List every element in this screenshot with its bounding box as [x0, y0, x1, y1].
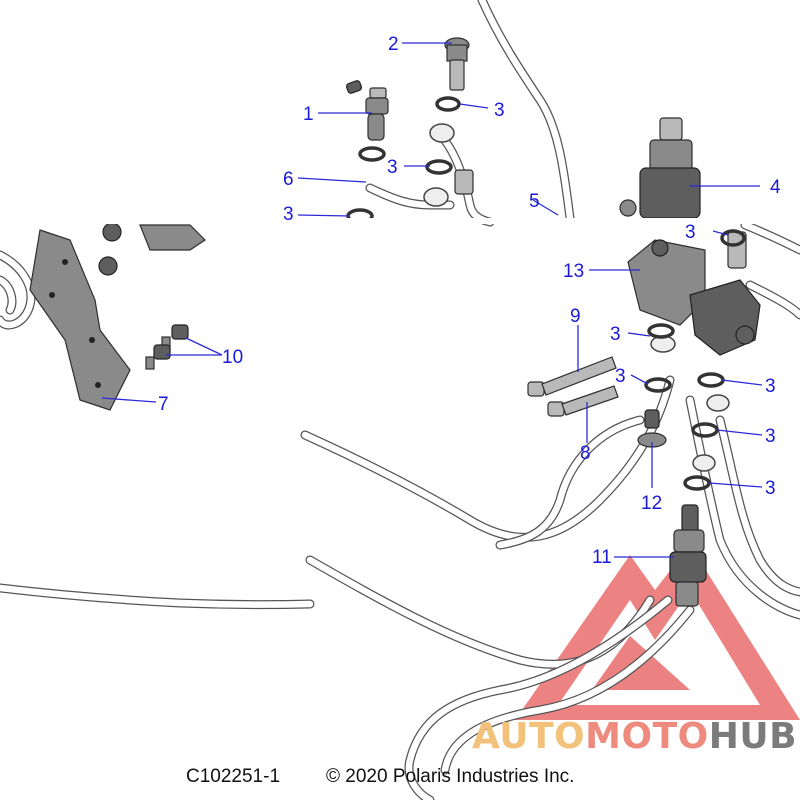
part-nuts [98, 222, 206, 276]
callout-3: 3 [610, 324, 621, 345]
copyright: © 2020 Polaris Industries Inc. [326, 766, 574, 787]
callout-3: 3 [765, 426, 776, 447]
watermark-hub: HUB [709, 716, 797, 757]
part-number: C102251-1 [186, 766, 280, 787]
callout-10: 10 [222, 347, 243, 368]
callout-7: 7 [158, 394, 169, 415]
crop-seam [0, 218, 800, 224]
part-3-washers [346, 96, 746, 491]
callout-9: 9 [570, 306, 581, 327]
watermark-wordmark: AUTOMOTOHUB [472, 716, 797, 757]
callout-2: 2 [388, 34, 399, 55]
callout-6: 6 [283, 169, 294, 190]
part-8-bolt [547, 385, 619, 417]
part-11-fitting [669, 504, 707, 607]
part-9-bolt [527, 356, 617, 397]
callout-3: 3 [387, 157, 398, 178]
callout-labels: 1 2 3 3 6 3 5 4 3 13 9 3 3 3 3 8 3 12 11… [158, 34, 781, 568]
callout-11: 11 [592, 547, 612, 568]
callout-3: 3 [765, 376, 776, 397]
watermark-logo [515, 545, 800, 720]
callout-8: 8 [580, 443, 591, 464]
watermark-moto: MOTO [585, 716, 709, 757]
callout-1: 1 [303, 104, 314, 125]
watermark-auto: AUTO [472, 716, 585, 757]
callout-5: 5 [529, 191, 540, 212]
part-13-distribution-block [627, 239, 761, 356]
part-12-fitting [637, 409, 667, 448]
callout-3: 3 [685, 222, 696, 243]
part-2-banjo-bolt [444, 37, 470, 91]
callout-3: 3 [283, 204, 294, 225]
svg-text:AUTOMOTOHUB: AUTOMOTOHUB [472, 716, 797, 757]
callout-4: 4 [770, 177, 781, 198]
part-7-bracket [29, 229, 131, 411]
callout-3: 3 [615, 366, 626, 387]
callout-3: 3 [765, 478, 776, 499]
leader-lines [101, 42, 763, 558]
callout-13: 13 [563, 261, 584, 282]
callout-3: 3 [494, 100, 505, 121]
part-1-bleeder [345, 80, 389, 141]
callout-12: 12 [641, 493, 662, 514]
part-10-screws [145, 324, 189, 370]
part-4-proportioning-valve [619, 117, 701, 219]
